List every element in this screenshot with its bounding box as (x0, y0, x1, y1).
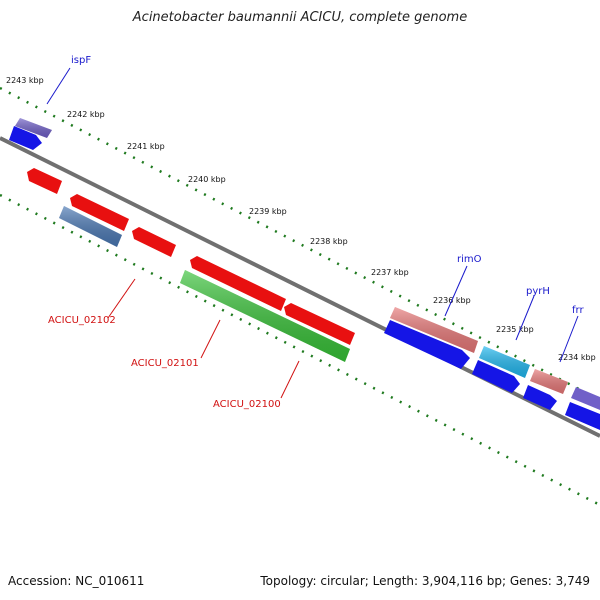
locus-label-ACICU_02100: ACICU_02100 (213, 399, 281, 410)
gene-feature-rimO[interactable] (390, 307, 478, 353)
topology-text: Topology: circular; Length: 3,904,116 bp… (260, 574, 590, 588)
gene-feature-red-1[interactable] (27, 168, 62, 194)
locus-label-ACICU_02101: ACICU_02101 (131, 358, 199, 369)
gene-feature-frr[interactable] (530, 369, 568, 394)
gene-label-rimO: rimO (457, 254, 482, 265)
gene-feature-blue-1[interactable] (9, 126, 42, 150)
ACICU_02101-callout-line (200, 319, 221, 359)
gene-label-ispF: ispF (71, 55, 91, 66)
kbp-tick-label: 2242 kbp (67, 110, 105, 119)
pyrH-callout-line (515, 295, 535, 341)
kbp-tick-label: 2243 kbp (6, 76, 44, 85)
kbp-tick-label: 2241 kbp (127, 142, 165, 151)
gene-feature-steel-ACICU_02102[interactable] (59, 206, 122, 247)
map-title: Acinetobacter baumannii ACICU, complete … (132, 10, 468, 25)
gene-feature-ispF[interactable] (15, 118, 52, 138)
accession-text: Accession: NC_010611 (8, 574, 145, 588)
ispF-callout-line (46, 67, 71, 105)
ACICU_02102-callout-line (107, 278, 136, 319)
kbp-tick-label: 2240 kbp (188, 175, 226, 184)
kbp-tick-label: 2234 kbp (558, 353, 596, 362)
gene-label-frr: frr (572, 305, 584, 316)
gene-feature-pyrH[interactable] (479, 346, 530, 378)
gene-feature-blue-5[interactable] (565, 402, 600, 430)
gene-feature-green-ACICU_02101[interactable] (180, 270, 350, 362)
gene-feature-red-5[interactable] (284, 303, 355, 345)
locus-label-ACICU_02102: ACICU_02102 (48, 315, 116, 326)
gene-feature-red-4[interactable] (190, 256, 286, 311)
rimO-callout-line (444, 265, 468, 317)
outer-dotted-track (0, 86, 600, 402)
ACICU_02100-callout-line (280, 360, 300, 399)
frr-callout-line (559, 315, 579, 363)
gene-feature-blue-3[interactable] (472, 360, 520, 393)
kbp-tick-label: 2237 kbp (371, 268, 409, 277)
gene-feature-red-2[interactable] (70, 194, 129, 231)
gene-feature-blue-4[interactable] (523, 385, 557, 410)
gene-feature-blue-2[interactable] (384, 320, 470, 369)
gene-feature-purple-right[interactable] (571, 387, 600, 410)
kbp-tick-label: 2238 kbp (310, 237, 348, 246)
gene-feature-red-3[interactable] (132, 227, 176, 257)
kbp-tick-label: 2239 kbp (249, 207, 287, 216)
kbp-tick-label: 2235 kbp (496, 325, 534, 334)
inner-dotted-track (0, 193, 600, 507)
gene-label-pyrH: pyrH (526, 286, 550, 297)
